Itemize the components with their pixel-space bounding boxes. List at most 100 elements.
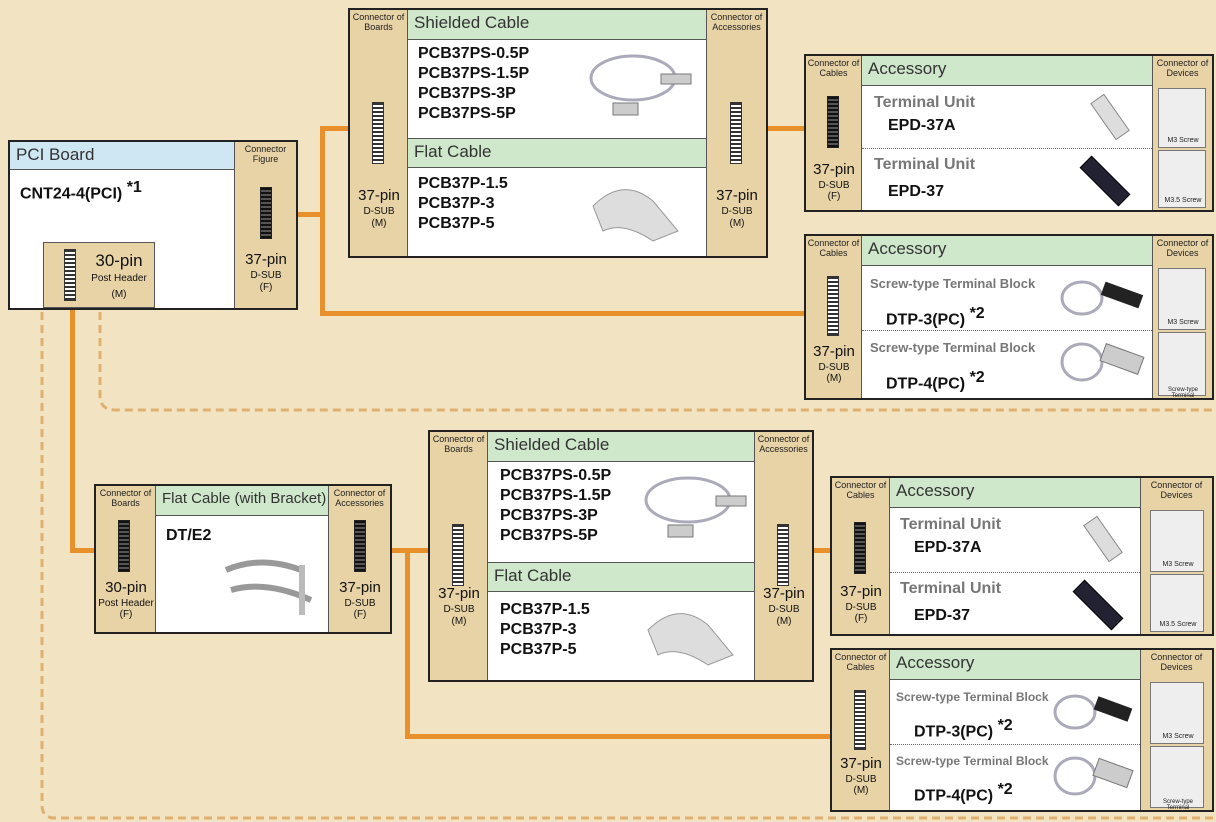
dsub-label: D-SUB <box>845 774 877 785</box>
pin-label: 37-pin <box>813 161 855 178</box>
cod-label: Connector of Devices <box>1156 58 1209 78</box>
dsub-label: D-SUB <box>344 598 376 609</box>
dsub-connector-icon <box>372 102 384 164</box>
part-item: PCB37P-1.5 <box>418 175 508 192</box>
item-name: Screw-type Terminal Block <box>896 754 1049 768</box>
pin-label: 37-pin <box>763 585 805 602</box>
item-name: Screw-type Terminal Block <box>870 340 1036 355</box>
screw-label: Screw-type Terminal <box>1162 799 1193 811</box>
coc-label: Connector of Cables <box>807 58 860 78</box>
terminal-unit-image <box>1090 93 1130 141</box>
dsub-connector-icon <box>730 102 742 164</box>
cob-label: Connector of Boards <box>352 12 405 32</box>
dsub-label: D-SUB <box>250 270 282 281</box>
item-part: EPD-37 <box>888 183 945 200</box>
coc-label: Connector of Cables <box>834 652 887 672</box>
flat-parts: PCB37P-1.5 PCB37P-3 PCB37P-5 <box>408 168 706 256</box>
screw-label: Screw-type Terminal <box>1167 387 1198 399</box>
dsub-connector-icon <box>260 187 272 239</box>
flat-parts: PCB37P-1.5 PCB37P-3 PCB37P-5 <box>488 592 754 680</box>
dsub-connector-icon <box>452 524 464 586</box>
screw-label: M3 Screw <box>1167 137 1199 144</box>
cod-column: Connector of Devices <box>1140 478 1212 634</box>
accessory-title: Accessory <box>896 653 975 672</box>
pin-label: 37-pin <box>339 579 381 596</box>
pin-label: 37-pin <box>438 585 480 602</box>
shielded-header: Shielded Cable <box>408 10 706 40</box>
accessory-header: Accessory <box>890 478 1140 508</box>
item-name: Terminal Unit <box>900 580 1002 597</box>
gender-label: (M) <box>451 616 467 627</box>
accessory-header: Accessory <box>862 236 1152 266</box>
accessory-box-2: Connector of Cables 37-pin D-SUB (M) Acc… <box>804 234 1214 400</box>
accessory-box-1: Connector of Cables 37-pin D-SUB (F) Acc… <box>804 54 1214 212</box>
dsub-label: D-SUB <box>363 206 395 217</box>
shielded-title: Shielded Cable <box>414 13 530 32</box>
divider <box>862 330 1152 331</box>
item-name: Terminal Unit <box>874 94 976 111</box>
cod-column: Connector of Devices <box>1140 650 1212 810</box>
part-item: PCB37PS-0.5P <box>418 45 530 62</box>
connector-line <box>70 548 96 553</box>
dsub-connector-icon <box>827 276 839 336</box>
accessory-title: Accessory <box>868 239 947 258</box>
dsub-label: D-SUB <box>721 206 753 217</box>
gender-label: (F) <box>259 282 273 293</box>
item-part: DTP-3(PC) *2 <box>914 717 1013 741</box>
dsub-connector-icon <box>854 690 866 750</box>
gender-label: (M) <box>111 289 127 300</box>
divider <box>862 148 1152 149</box>
post-header-icon <box>118 520 130 572</box>
flat-cable-image <box>592 189 679 242</box>
part-item: PCB37P-3 <box>500 621 577 638</box>
gender-label: (F) <box>827 191 841 202</box>
gender-label: (M) <box>826 373 842 384</box>
connector-line <box>812 548 832 553</box>
pin-label: 30-pin <box>105 579 147 596</box>
screw-label: M3 Screw <box>1167 319 1199 326</box>
accessory-header: Accessory <box>862 56 1152 86</box>
connector-line <box>320 126 325 316</box>
gender-label: (F) <box>854 613 868 624</box>
post-header-box: 30-pin Post Header (M) <box>43 242 155 308</box>
pin-label: 37-pin <box>840 583 882 600</box>
accessory-items: Terminal Unit EPD-37A Terminal Unit EPD-… <box>862 86 1152 210</box>
screw-cell: Screw-type Terminal <box>1150 746 1204 811</box>
item-part: DTP-4(PC) *2 <box>886 369 985 393</box>
cod-label: Connector of Devices <box>1150 480 1203 500</box>
screw-label: M3 Screw <box>1162 733 1194 740</box>
accessory-box-3: Connector of Cables 37-pin D-SUB (F) Acc… <box>830 476 1214 636</box>
cob-label: Connector of Boards <box>99 488 152 508</box>
connector-line <box>405 734 830 739</box>
screw-cell: M3 Screw <box>1158 268 1206 330</box>
post-header-label: Post Header <box>98 598 154 609</box>
gender-label: (M) <box>776 616 792 627</box>
pin-label: 37-pin <box>245 251 287 268</box>
pin-label: 37-pin <box>716 187 758 204</box>
dsub-label: D-SUB <box>845 602 877 613</box>
coc-column: Connector of Cables 37-pin D-SUB (M) <box>806 236 862 398</box>
pin-label: 37-pin <box>358 187 400 204</box>
terminal-block-image <box>1060 280 1144 316</box>
screw-label: M3.5 Screw <box>1159 621 1197 628</box>
pci-part: CNT24-4(PCI) *1 <box>20 179 142 203</box>
connector-figure-label: Connector Figure <box>244 144 287 164</box>
terminal-unit-image <box>1072 579 1124 631</box>
screw-cell: M3.5 Screw <box>1158 150 1206 208</box>
dsub-connector-icon <box>777 524 789 586</box>
cob-column: Connector of Boards 37-pin D-SUB (M) <box>350 10 408 256</box>
shielded-header: Shielded Cable <box>488 432 754 462</box>
gender-label: (F) <box>353 609 367 620</box>
connector-line <box>320 311 806 316</box>
accessory-header: Accessory <box>890 650 1140 680</box>
shielded-cable-image <box>589 54 692 116</box>
pin-label: 37-pin <box>840 755 882 772</box>
terminal-block-image <box>1053 694 1133 730</box>
flat-title: Flat Cable <box>494 566 572 585</box>
connector-line <box>766 126 806 131</box>
gender-label: (M) <box>729 218 745 229</box>
part-item: PCB37P-3 <box>418 195 495 212</box>
cable-box-top: Connector of Boards 37-pin D-SUB (M) Con… <box>348 8 768 258</box>
accessory-box-4: Connector of Cables 37-pin D-SUB (M) Acc… <box>830 648 1214 812</box>
gender-label: (F) <box>119 609 133 620</box>
